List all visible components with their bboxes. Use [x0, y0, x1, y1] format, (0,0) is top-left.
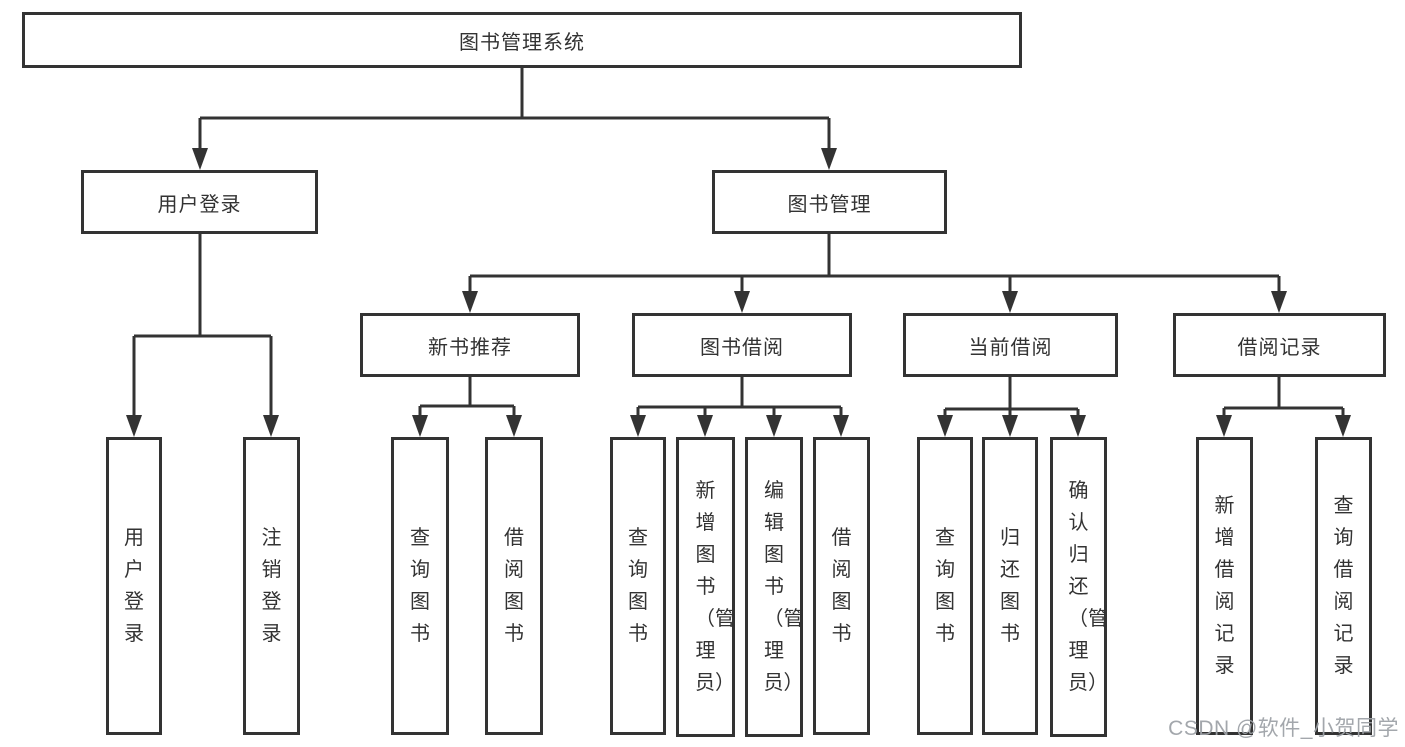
node-label: 新书推荐 — [428, 336, 512, 359]
node-label: 编辑图书（管理员） — [763, 480, 804, 694]
node-book-borrow: 图书借阅 — [632, 313, 852, 377]
node-label: 查询图书 — [935, 527, 955, 645]
leaf-borrow-books-borrow: 借阅图书 — [813, 437, 870, 735]
csdn-watermark: CSDN @软件_小贺同学 — [1168, 717, 1399, 740]
arrow-down-icon — [630, 415, 646, 437]
node-borrow-records: 借阅记录 — [1173, 313, 1386, 377]
node-library-management-system: 图书管理系统 — [22, 12, 1022, 68]
node-label: 图书借阅 — [700, 336, 784, 359]
node-label: 查询图书 — [410, 527, 430, 645]
node-label: 确认归还（管理员） — [1068, 480, 1108, 694]
arrow-down-icon — [462, 291, 478, 313]
node-label: 图书管理 — [787, 193, 872, 216]
node-new-book-recommend: 新书推荐 — [360, 313, 580, 377]
node-current-borrow: 当前借阅 — [903, 313, 1118, 377]
arrow-down-icon — [412, 415, 428, 437]
arrow-down-icon — [734, 291, 750, 313]
arrow-down-icon — [697, 415, 713, 437]
arrow-down-icon — [506, 415, 522, 437]
arrow-down-icon — [1335, 415, 1351, 437]
leaf-edit-book-admin: 编辑图书（管理员） — [745, 437, 804, 737]
leaf-logout: 注销登录 — [243, 437, 300, 735]
node-label: 当前借阅 — [968, 336, 1053, 359]
node-label: 查询图书 — [628, 527, 648, 645]
arrow-down-icon — [1271, 291, 1287, 313]
arrow-down-icon — [1216, 415, 1232, 437]
connector-lines — [132, 68, 1345, 420]
leaf-add-book-admin: 新增图书（管理员） — [676, 437, 735, 737]
leaf-query-borrow-record: 查询借阅记录 — [1315, 437, 1372, 735]
node-label: 借阅记录 — [1237, 336, 1322, 359]
node-book-management: 图书管理 — [712, 170, 947, 234]
node-label: 用户登录 — [124, 527, 144, 645]
node-label: 注销登录 — [261, 527, 282, 645]
node-label: 新增借阅记录 — [1214, 495, 1235, 677]
node-label: 借阅图书 — [504, 527, 524, 645]
leaf-return-book: 归还图书 — [982, 437, 1038, 735]
arrow-down-icon — [766, 415, 782, 437]
arrow-down-icon — [192, 148, 208, 170]
node-label: 图书管理系统 — [459, 31, 585, 54]
arrow-down-icon — [1002, 415, 1018, 437]
arrow-down-icon — [263, 415, 279, 437]
arrow-down-icon — [821, 148, 837, 170]
leaf-user-login: 用户登录 — [106, 437, 162, 735]
leaf-borrow-books-recommend: 借阅图书 — [485, 437, 543, 735]
node-label: 借阅图书 — [831, 527, 852, 645]
node-label: 查询借阅记录 — [1333, 495, 1354, 677]
leaf-query-books-borrow: 查询图书 — [610, 437, 666, 735]
leaf-confirm-return-admin: 确认归还（管理员） — [1050, 437, 1108, 737]
node-label: 新增图书（管理员） — [695, 480, 735, 694]
node-user-login-branch: 用户登录 — [81, 170, 318, 234]
arrow-down-icon — [126, 415, 142, 437]
arrow-down-icon — [937, 415, 953, 437]
arrow-down-icon — [833, 415, 849, 437]
leaf-add-borrow-record: 新增借阅记录 — [1196, 437, 1253, 735]
arrow-down-icon — [1002, 291, 1018, 313]
leaf-query-books-recommend: 查询图书 — [391, 437, 449, 735]
leaf-query-books-current: 查询图书 — [917, 437, 973, 735]
node-label: 归还图书 — [1000, 527, 1020, 645]
arrow-down-icon — [1070, 415, 1086, 437]
node-label: 用户登录 — [157, 193, 242, 216]
